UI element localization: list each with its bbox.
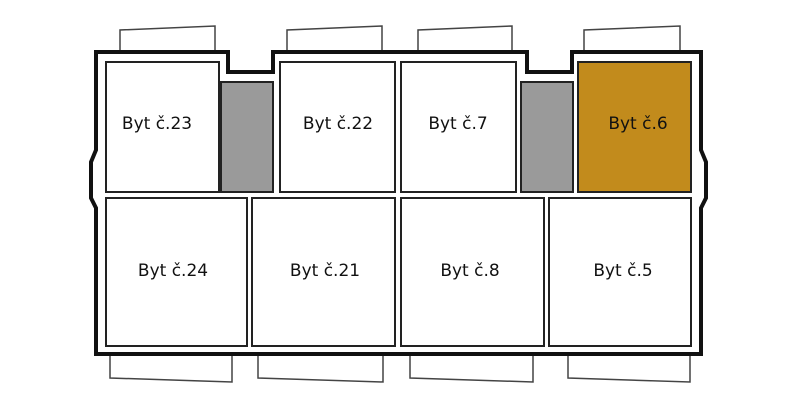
- balcony-bottom-3: [409, 356, 534, 383]
- unit-byt-6-area[interactable]: [577, 61, 692, 193]
- unit-byt-7-area[interactable]: [400, 61, 517, 193]
- unit-byt-7[interactable]: Byt č.7: [400, 61, 517, 193]
- unit-byt-5-area[interactable]: [548, 197, 692, 347]
- unit-byt-24-area[interactable]: [105, 197, 248, 347]
- unit-byt-23[interactable]: Byt č.23: [105, 61, 220, 193]
- balcony-top-3: [417, 25, 513, 50]
- unit-byt-22-area[interactable]: [279, 61, 396, 193]
- unit-byt-21[interactable]: Byt č.21: [251, 197, 396, 347]
- balcony-bottom-2: [257, 356, 384, 383]
- outer-wall: [89, 50, 708, 356]
- stairwell-right: [520, 81, 574, 193]
- unit-byt-6[interactable]: Byt č.6: [577, 61, 692, 193]
- stairwell-left: [220, 81, 274, 193]
- unit-byt-23-area[interactable]: [105, 61, 220, 193]
- balcony-bottom-4: [567, 356, 691, 383]
- balcony-bottom-1: [109, 356, 233, 383]
- unit-byt-8-area[interactable]: [400, 197, 545, 347]
- unit-byt-21-area[interactable]: [251, 197, 396, 347]
- unit-byt-24[interactable]: Byt č.24: [105, 197, 248, 347]
- unit-byt-22[interactable]: Byt č.22: [279, 61, 396, 193]
- balcony-top-4: [583, 25, 681, 50]
- unit-byt-5[interactable]: Byt č.5: [548, 197, 692, 347]
- balcony-top-1: [119, 25, 216, 50]
- balcony-top-2: [286, 25, 383, 50]
- unit-byt-8[interactable]: Byt č.8: [400, 197, 545, 347]
